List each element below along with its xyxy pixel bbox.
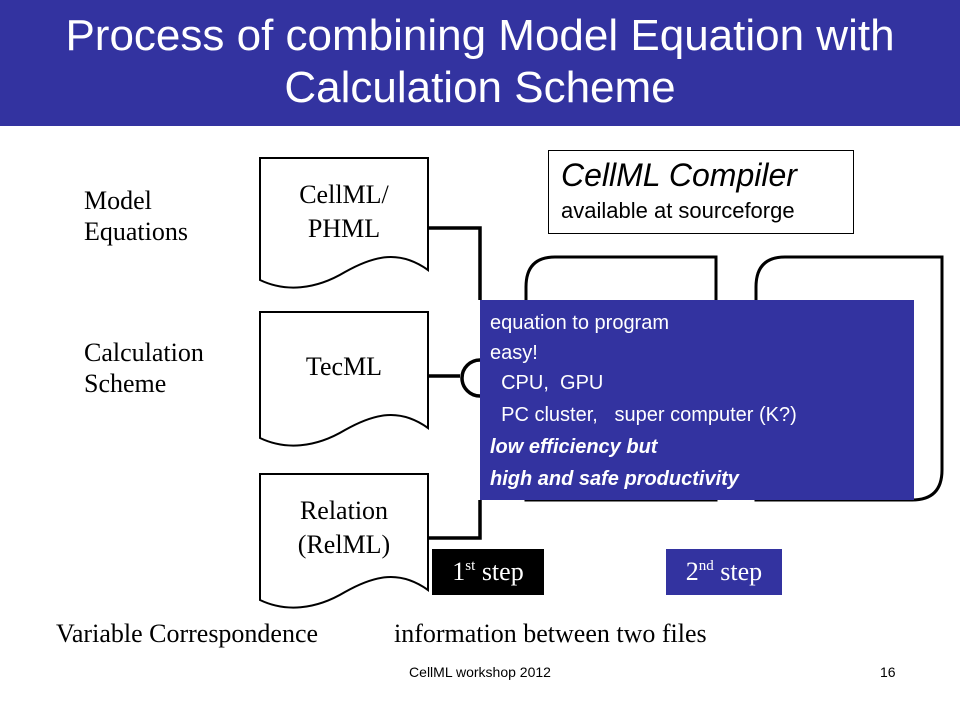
step-1-num: 1 (452, 557, 466, 586)
label-calculation-scheme: Calculation Scheme (84, 337, 204, 399)
info-line-2: easy! (490, 342, 538, 364)
document-relation-line2: (RelML) (297, 530, 391, 559)
connector-join-arc (460, 358, 481, 398)
bottom-text-left: Variable Correspondence (56, 619, 319, 648)
info-line-6: high and safe productivity (490, 468, 739, 490)
title-bar: Process of combining Model Equation with… (0, 0, 960, 126)
step-2-num: 2 (685, 557, 699, 586)
document-cellml-shape (259, 157, 429, 289)
step-2-suffix: nd (698, 558, 714, 574)
document-relation-line1: Relation (299, 496, 389, 525)
label-model-line1: Model (84, 186, 152, 215)
footer-text: CellML workshop 2012 (409, 664, 551, 680)
step-2-word: step (713, 557, 763, 586)
bottom-text-right: information between two files (394, 619, 707, 648)
document-tecml-line1: TecML (305, 352, 383, 381)
compiler-callout: CellML Compiler available at sourceforge (548, 150, 854, 234)
page-number: 16 (880, 664, 896, 680)
document-cellml-line2: PHML (307, 214, 381, 243)
connector-cellml (428, 226, 482, 300)
step-2-badge: 2nd step (666, 549, 782, 595)
label-calc-line1: Calculation (84, 338, 204, 367)
info-line-3: CPU, GPU (490, 372, 604, 394)
info-line-4: PC cluster, super computer (K?) (490, 404, 797, 426)
info-box: equation to program easy! CPU, GPU PC cl… (480, 300, 914, 500)
label-model-line2: Equations (84, 217, 188, 246)
connector-relation (428, 500, 482, 540)
document-cellml-text: CellML/ PHML (260, 178, 428, 246)
document-relation-text: Relation (RelML) (260, 494, 428, 562)
document-cellml-line1: CellML/ (299, 180, 389, 209)
compiler-title: CellML Compiler (561, 157, 797, 193)
step-1-badge: 1st step (432, 549, 544, 595)
label-model-equations: Model Equations (84, 185, 188, 247)
compiler-subtitle: available at sourceforge (561, 198, 795, 223)
document-tecml-shape (259, 311, 429, 447)
label-calc-line2: Scheme (84, 369, 167, 398)
info-line-1: equation to program (490, 312, 670, 334)
info-line-5: low efficiency but (490, 436, 658, 458)
document-relation-shape (259, 473, 429, 609)
step-1-word: step (475, 557, 524, 586)
page-title: Process of combining Model Equation with… (65, 11, 895, 112)
step-1-suffix: st (465, 558, 476, 574)
document-tecml-text: TecML (260, 350, 428, 384)
